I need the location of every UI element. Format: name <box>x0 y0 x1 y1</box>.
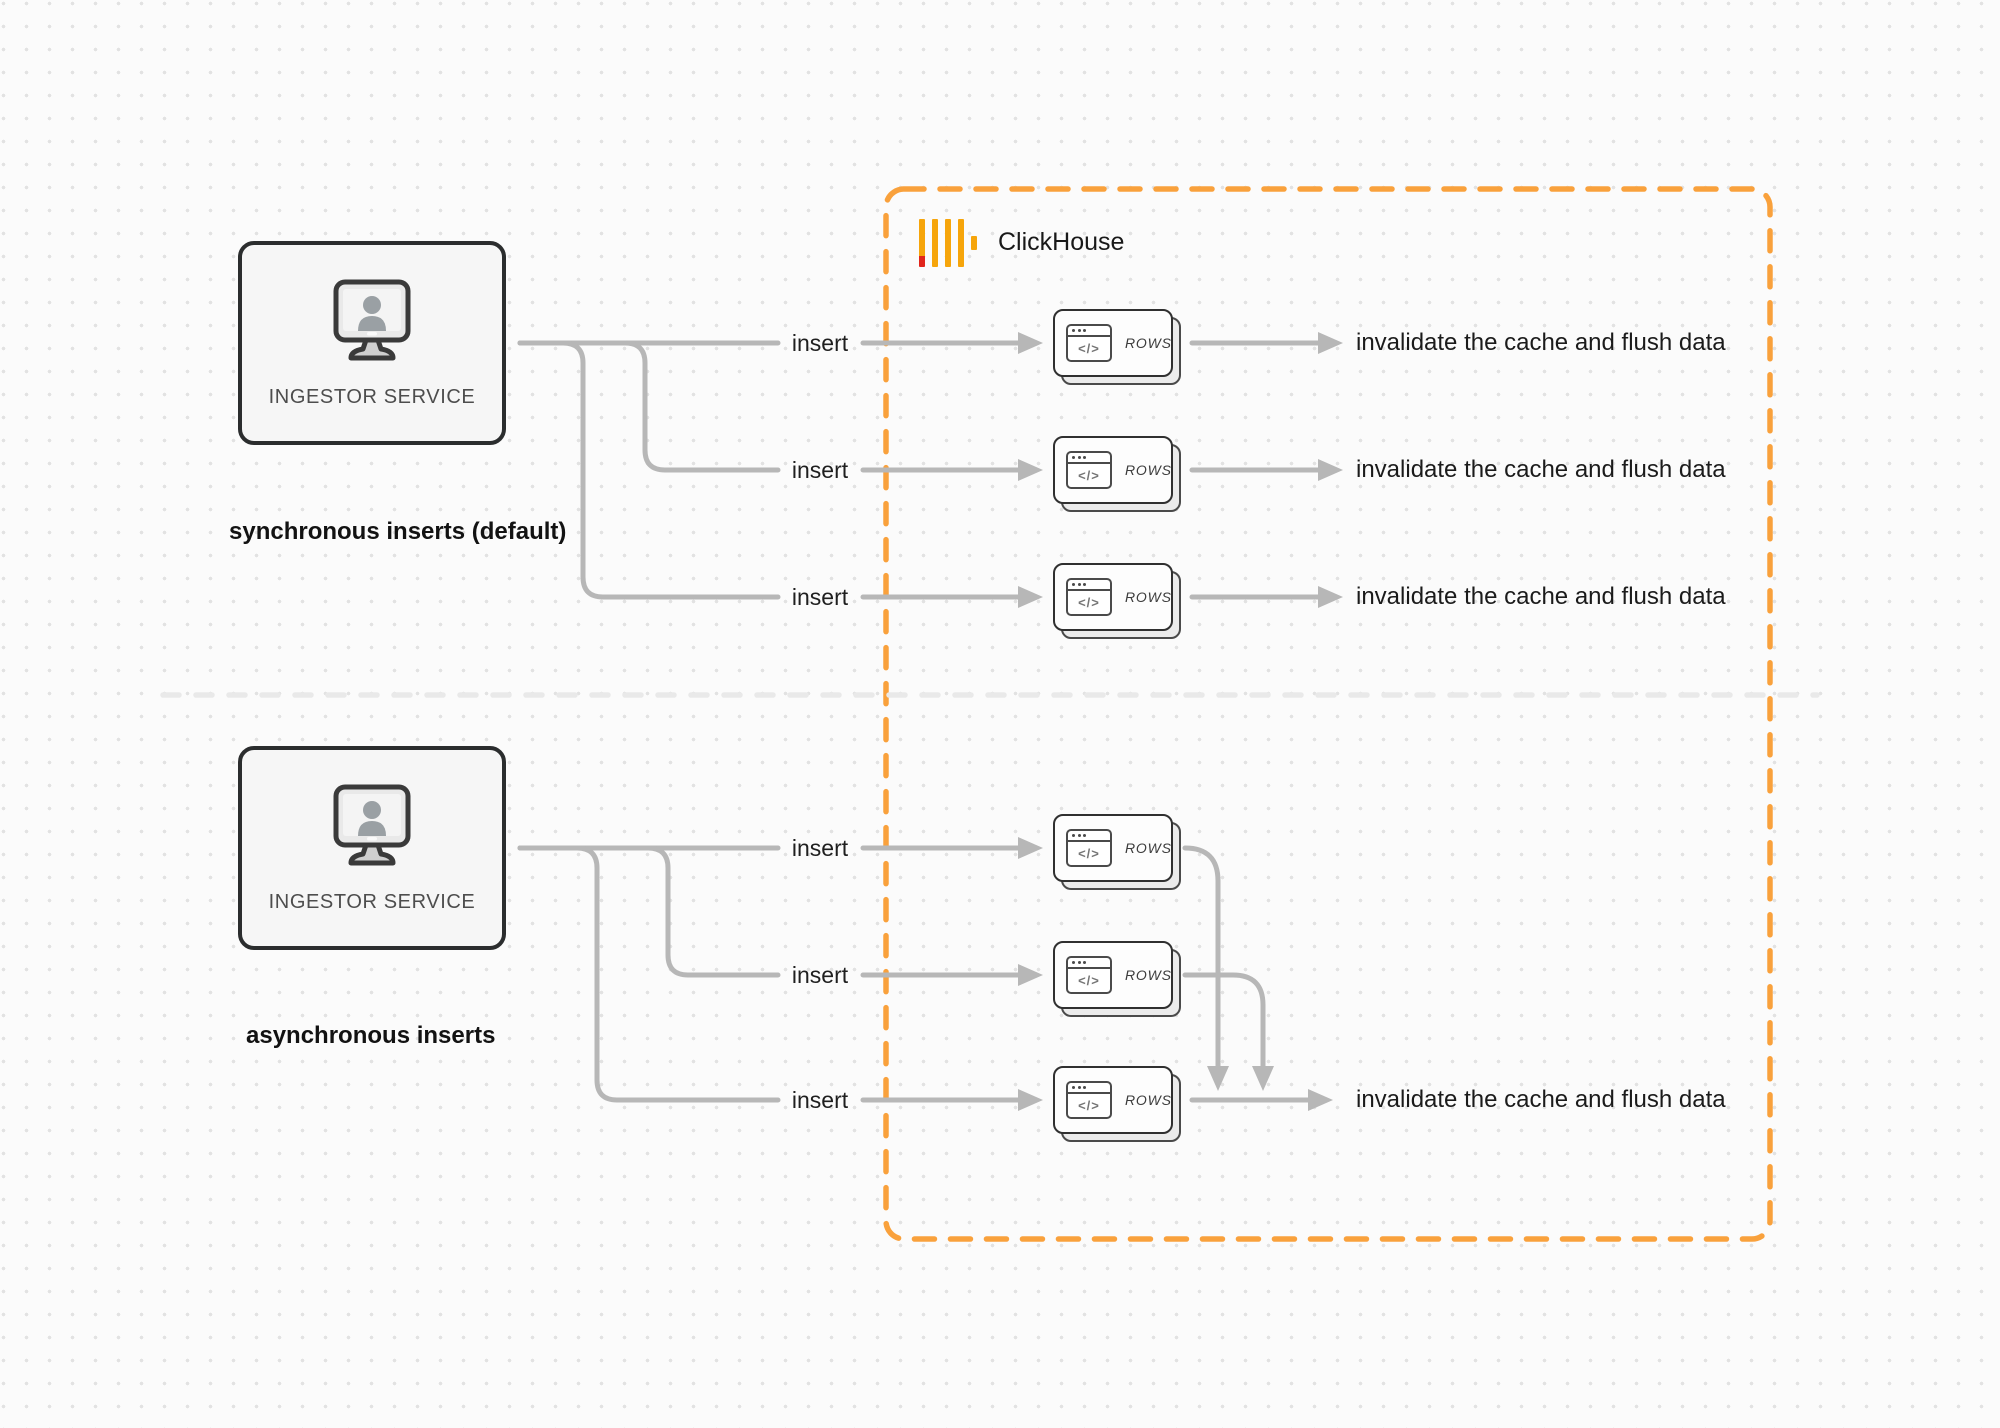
browser-code-icon: </> <box>1066 451 1112 489</box>
code-glyph: </> <box>1078 340 1100 356</box>
browser-code-icon: </> <box>1066 1081 1112 1119</box>
browser-code-icon: </> <box>1066 324 1112 362</box>
async-arrowheads <box>1018 837 1333 1111</box>
sync-connectors <box>517 340 1323 600</box>
insert-label: insert <box>791 1087 849 1113</box>
rows-card-label: ROWS <box>1125 589 1172 605</box>
insert-label: insert <box>791 584 849 610</box>
clickhouse-boundary <box>883 186 1773 1242</box>
result-label: invalidate the cache and flush data <box>1356 329 1726 356</box>
browser-code-icon: </> <box>1066 829 1112 867</box>
result-label: invalidate the cache and flush data <box>1356 583 1726 610</box>
insert-label: insert <box>791 835 849 861</box>
code-glyph: </> <box>1078 467 1100 483</box>
section-caption-sync: synchronous inserts (default) <box>229 518 567 545</box>
logo-bar-red-tip <box>919 219 925 267</box>
insert-label: insert <box>791 330 849 356</box>
rows-card: </> ROWS <box>1053 563 1181 639</box>
browser-code-icon: </> <box>1066 956 1112 994</box>
monitor-user-icon <box>333 784 411 865</box>
rows-card-label: ROWS <box>1125 967 1172 983</box>
rows-card: </> ROWS <box>1053 436 1181 512</box>
ingestor-service-label: INGESTOR SERVICE <box>268 890 476 913</box>
code-glyph: </> <box>1078 594 1100 610</box>
rows-card: </> ROWS <box>1053 941 1181 1017</box>
code-glyph: </> <box>1078 1097 1100 1113</box>
rows-card-label: ROWS <box>1125 1092 1172 1108</box>
code-glyph: </> <box>1078 972 1100 988</box>
rows-card: </> ROWS <box>1053 814 1181 890</box>
rows-card: </> ROWS <box>1053 1066 1181 1142</box>
rows-card-label: ROWS <box>1125 462 1172 478</box>
ingestor-service-box-sync: INGESTOR SERVICE <box>238 241 506 445</box>
clickhouse-logo-icon <box>919 219 977 267</box>
ingestor-service-box-async: INGESTOR SERVICE <box>238 746 506 950</box>
browser-code-icon: </> <box>1066 578 1112 616</box>
sync-arrowheads <box>1018 332 1343 608</box>
rows-card-label: ROWS <box>1125 335 1172 351</box>
result-label: invalidate the cache and flush data <box>1356 456 1726 483</box>
rows-card: </> ROWS <box>1053 309 1181 385</box>
rows-card-label: ROWS <box>1125 840 1172 856</box>
insert-label: insert <box>791 457 849 483</box>
code-glyph: </> <box>1078 845 1100 861</box>
section-caption-async: asynchronous inserts <box>246 1022 496 1049</box>
monitor-user-icon <box>333 279 411 360</box>
clickhouse-label: ClickHouse <box>998 228 1125 256</box>
insert-label: insert <box>791 962 849 988</box>
ingestor-service-label: INGESTOR SERVICE <box>268 385 476 408</box>
result-label: invalidate the cache and flush data <box>1356 1086 1726 1113</box>
async-connectors <box>517 845 1313 1103</box>
